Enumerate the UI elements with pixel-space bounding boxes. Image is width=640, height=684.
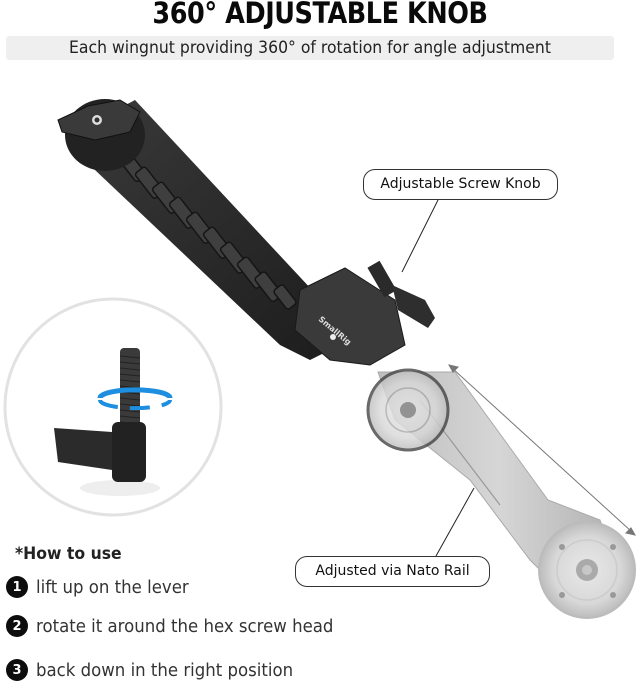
step-text: back down in the right position (36, 659, 294, 681)
page-title: 360° ADJUSTABLE KNOB (152, 0, 488, 30)
callout-nato-rail: Adjusted via Nato Rail (295, 556, 490, 587)
step-2: 2 rotate it around the hex screw head (6, 615, 359, 637)
subtitle: Each wingnut providing 360° of rotation … (69, 38, 551, 58)
step-number-icon: 2 (6, 615, 28, 637)
middle-rosette (366, 368, 450, 452)
nato-clamp: SmallRig (294, 260, 435, 366)
end-rosette (538, 521, 636, 619)
how-to-heading: *How to use (15, 544, 122, 564)
rotation-arrow-icon (97, 387, 173, 399)
step-text: lift up on the lever (36, 576, 189, 598)
step-number-icon: 3 (6, 659, 28, 681)
rail-leader-line (435, 487, 475, 557)
callout-adjustable-screw-knob: Adjustable Screw Knob (363, 169, 558, 200)
step-number-icon: 1 (6, 576, 28, 598)
length-arrow-icon (448, 364, 636, 536)
main-arm (57, 99, 350, 360)
subtitle-bar (6, 36, 614, 60)
step-3: 3 back down in the right position (6, 659, 316, 681)
step-1: 1 lift up on the lever (6, 576, 202, 598)
wingnut-detail (3, 297, 223, 517)
knob-leader-line (401, 199, 439, 273)
step-text: rotate it around the hex screw head (36, 615, 334, 637)
